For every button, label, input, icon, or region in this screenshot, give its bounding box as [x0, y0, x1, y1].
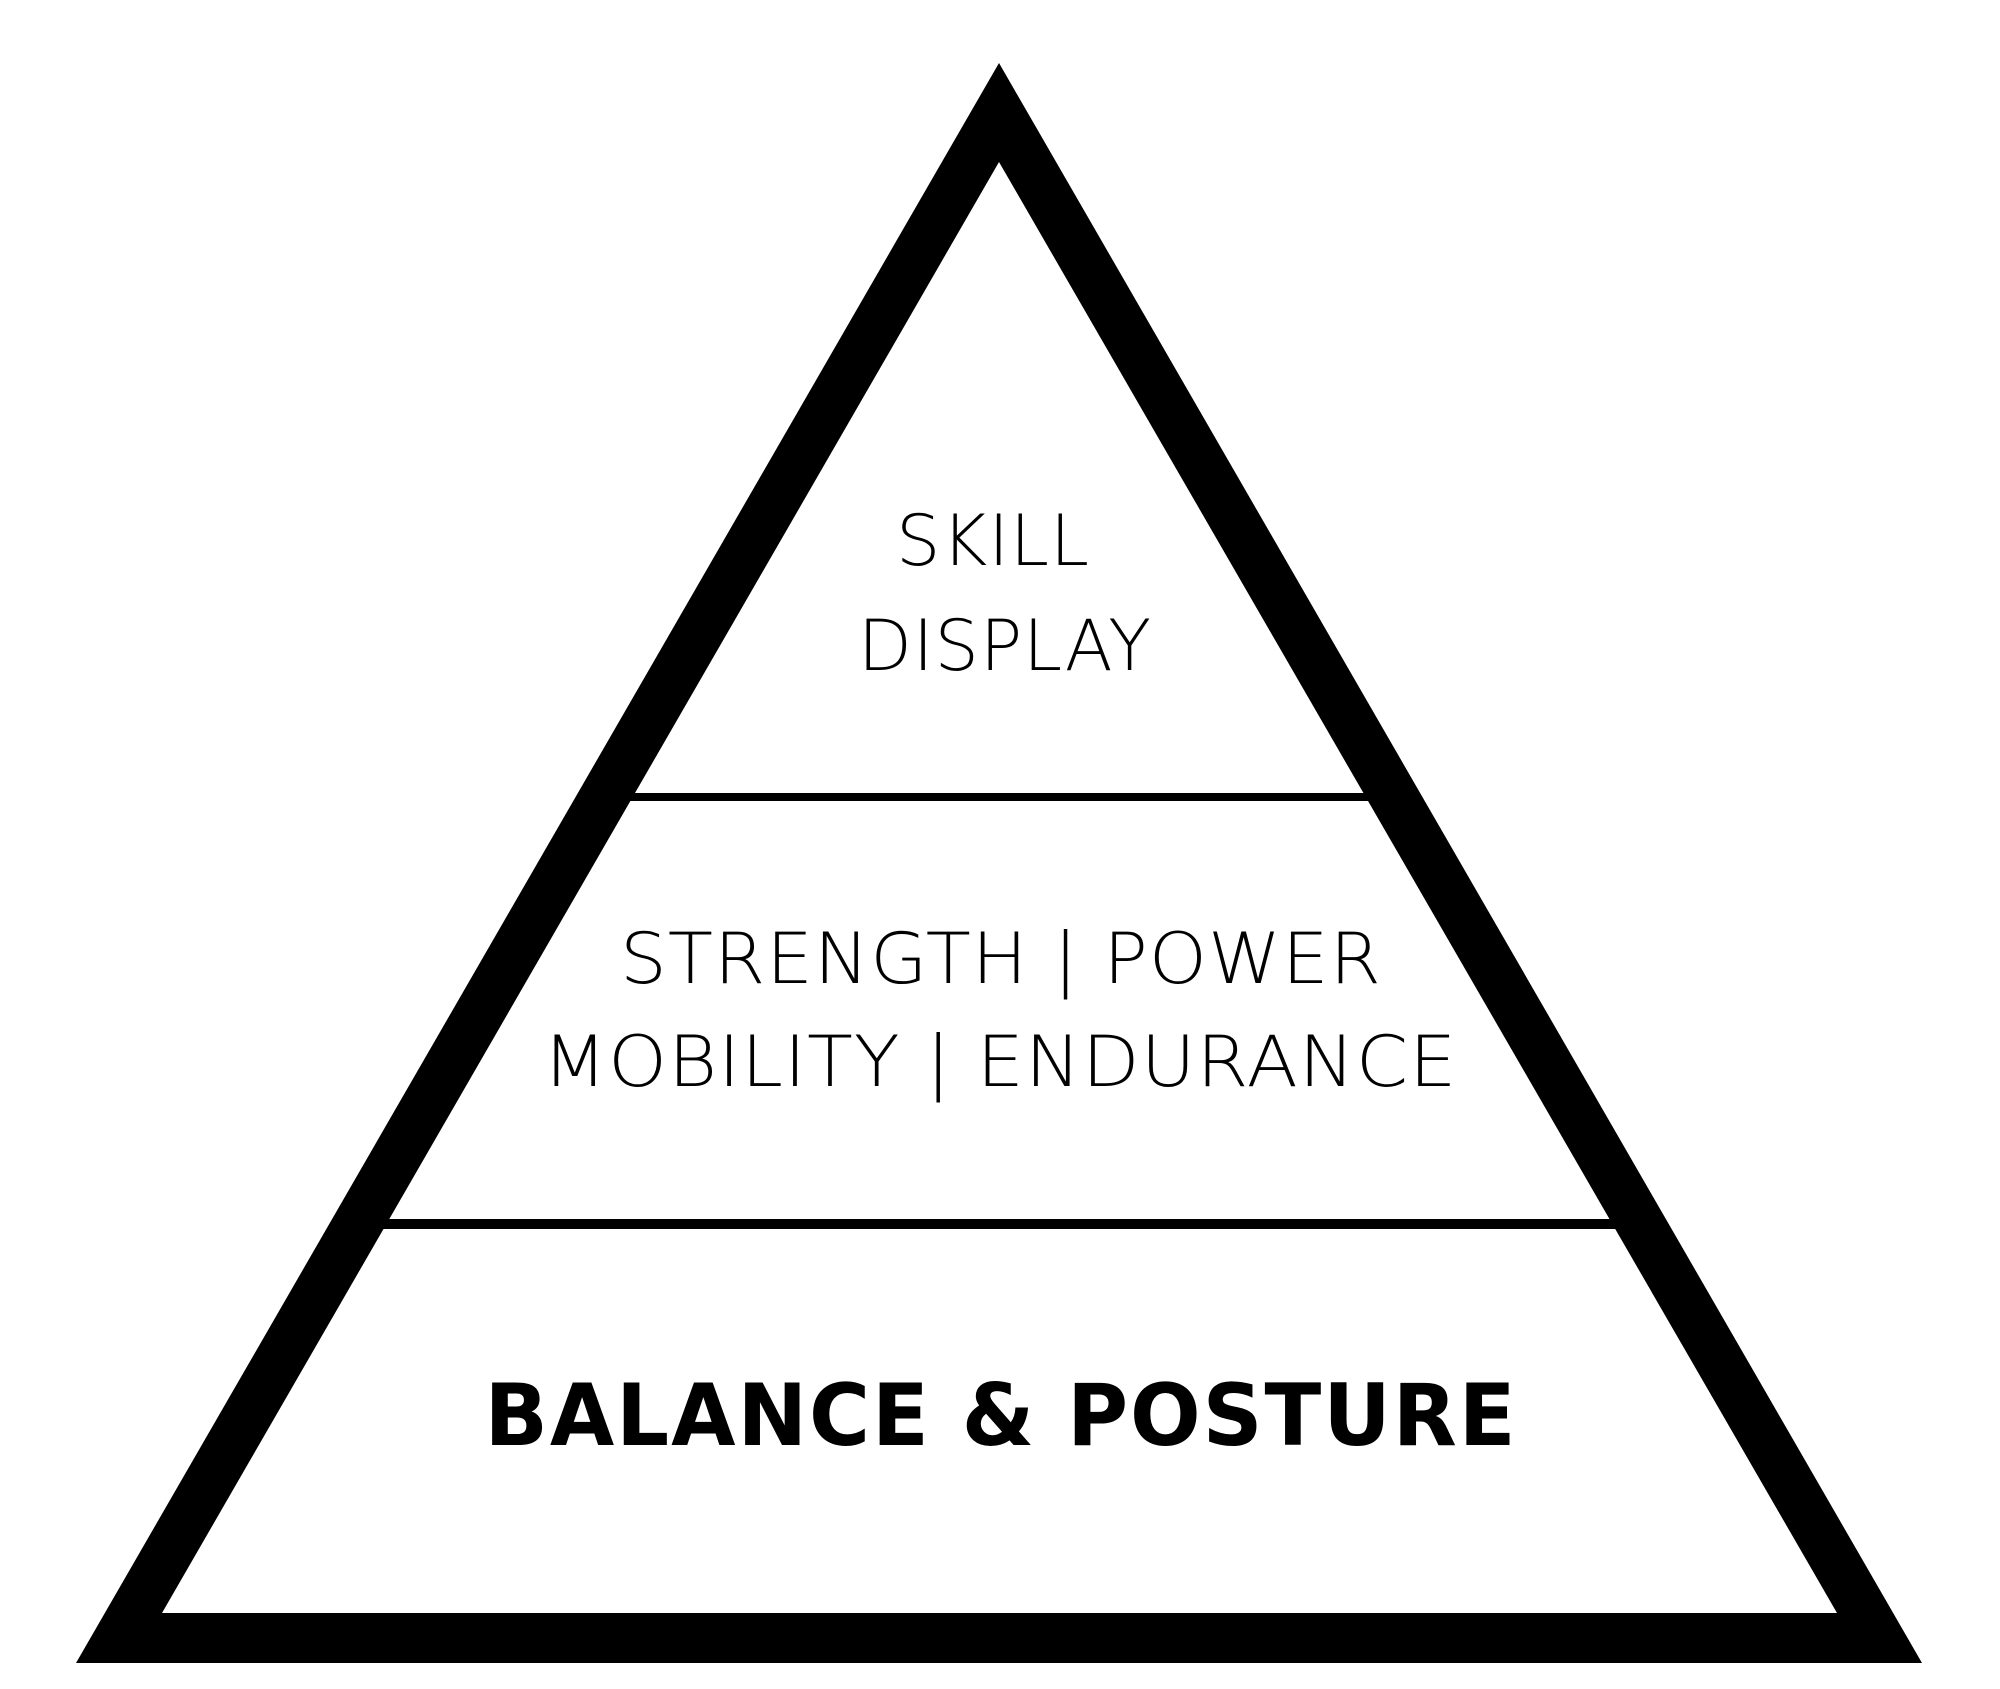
tier-bottom: BALANCE & POSTURE [485, 1366, 1518, 1466]
tier-middle-line-1: STRENGTH | POWER [620, 918, 1382, 1000]
tier-middle: STRENGTH | POWER MOBILITY | ENDURANCE [543, 918, 1458, 1103]
tier-divider-bottom [378, 1219, 1622, 1229]
tier-top-line-2: DISPLAY [858, 605, 1152, 687]
tier-middle-line-2: MOBILITY | ENDURANCE [543, 1021, 1458, 1103]
tier-bottom-line-1: BALANCE & POSTURE [485, 1366, 1518, 1466]
tier-top: SKILL DISPLAY [858, 500, 1152, 687]
tier-top-line-1: SKILL [896, 500, 1090, 582]
tier-divider-top [624, 793, 1376, 801]
